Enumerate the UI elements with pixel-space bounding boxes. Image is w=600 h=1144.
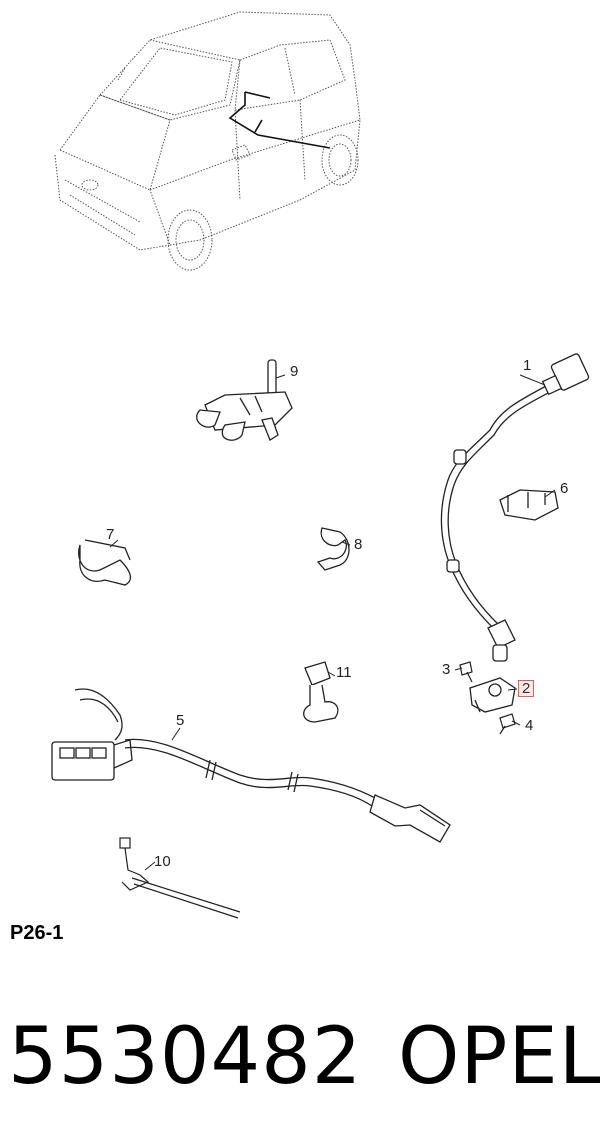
part-4-bolt bbox=[499, 713, 516, 735]
part-9-bracket bbox=[196, 359, 293, 441]
callout-5: 5 bbox=[176, 712, 185, 729]
part-10-clip bbox=[119, 837, 241, 919]
callout-2: 2 bbox=[518, 680, 535, 697]
part-5-harness bbox=[51, 688, 451, 843]
part-2-bracket bbox=[469, 677, 516, 713]
part-number: 5530482 bbox=[8, 1012, 363, 1102]
callout-6: 6 bbox=[560, 480, 569, 497]
callout-3: 3 bbox=[442, 661, 451, 678]
part-3-bolt bbox=[459, 661, 473, 683]
part-1-sensor-cable bbox=[440, 353, 590, 662]
part-7-clip bbox=[78, 539, 132, 586]
car-wiring-highlight bbox=[228, 91, 331, 149]
part-info: 5530482 OPEL bbox=[8, 1002, 600, 1112]
car-illustration bbox=[54, 11, 361, 271]
callout-11: 11 bbox=[336, 664, 352, 681]
part-8-clip bbox=[316, 527, 350, 571]
callout-8: 8 bbox=[354, 536, 363, 553]
callout-7: 7 bbox=[106, 526, 115, 543]
callout-4: 4 bbox=[525, 717, 534, 734]
callout-10: 10 bbox=[154, 853, 171, 870]
callout-9: 9 bbox=[290, 363, 299, 380]
leader-lines bbox=[109, 374, 556, 871]
page-code: P26-1 bbox=[10, 922, 64, 944]
part-11-clip bbox=[303, 661, 339, 723]
part-6-clip bbox=[499, 489, 559, 521]
callout-1: 1 bbox=[523, 357, 532, 374]
brand-name: OPEL bbox=[398, 1012, 600, 1102]
